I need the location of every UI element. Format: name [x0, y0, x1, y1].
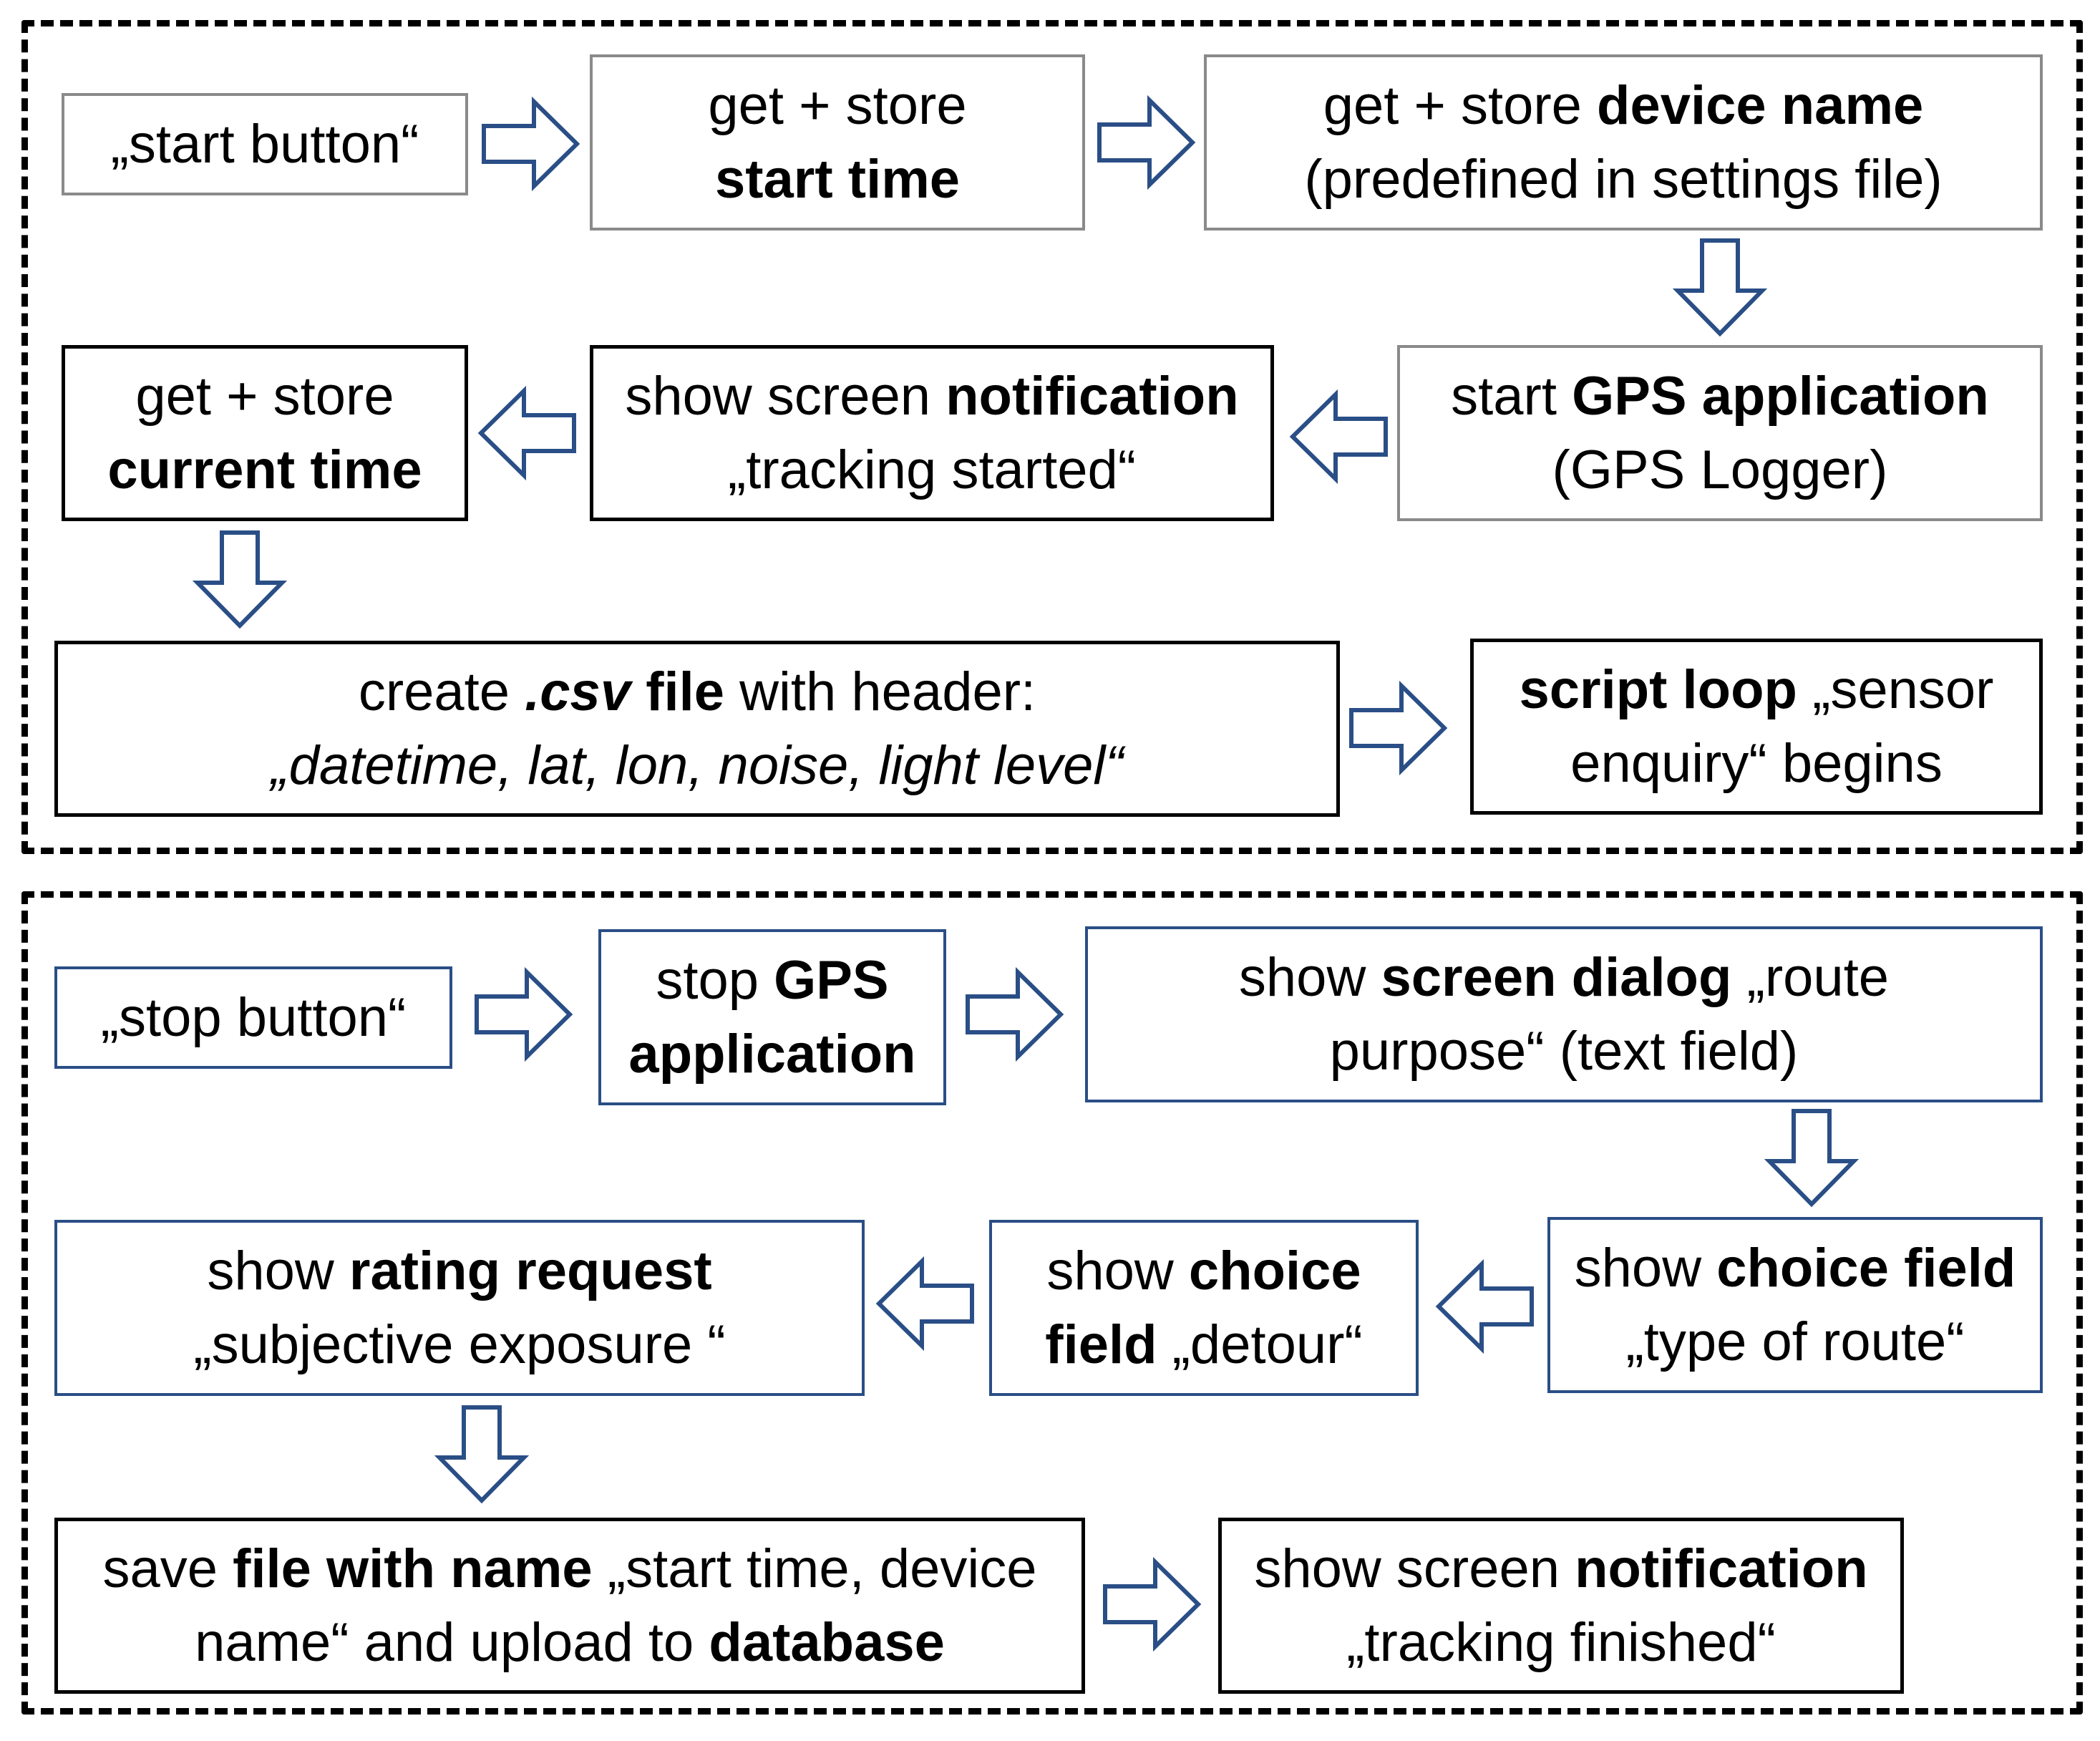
script-loop-line2: enquiry“ begins	[1570, 733, 1943, 794]
type-of-route-line1-pre: show	[1574, 1237, 1717, 1299]
rating-line1-pre: show	[207, 1240, 349, 1301]
save-file-line1-bold: file with name	[233, 1538, 593, 1599]
gps-start-line1-bold: GPS application	[1572, 365, 1989, 427]
gps-start-line1-pre: start	[1451, 365, 1572, 427]
start-tracking-section	[21, 20, 2083, 854]
type-of-route-node: show choice field „type of route“	[1547, 1217, 2043, 1393]
arrow-left-icon	[477, 385, 576, 481]
arrow-right-icon	[966, 966, 1064, 1062]
route-purpose-line1-post: „route	[1731, 946, 1890, 1008]
stop-gps-line1-bold: GPS	[774, 949, 889, 1011]
stop-button-node: „stop button“	[54, 966, 452, 1069]
route-purpose-line2: purpose“ (text field)	[1329, 1021, 1799, 1082]
arrow-right-icon	[482, 96, 580, 192]
route-purpose-line1-bold: screen dialog	[1381, 946, 1732, 1008]
device-name-line1-bold: device name	[1597, 74, 1924, 136]
route-purpose-line1-pre: show	[1238, 946, 1381, 1008]
arrow-down-icon	[192, 530, 288, 629]
stop-gps-line1-pre: stop	[656, 949, 774, 1011]
current-time-line2: current time	[107, 440, 422, 500]
create-csv-node: create .csv file with header: „datetime,…	[54, 641, 1340, 817]
store-start-time-node: get + store start time	[590, 54, 1085, 231]
csv-line1-post: with header:	[724, 661, 1036, 722]
store-start-time-line2: start time	[714, 149, 961, 210]
rating-line1-bold: rating request	[349, 1240, 712, 1301]
arrow-right-icon	[1097, 94, 1196, 190]
arrow-left-icon	[875, 1256, 974, 1352]
save-file-line1-pre: save	[102, 1538, 233, 1599]
save-file-line1-post: „start time, device	[592, 1538, 1037, 1599]
store-start-time-line1: get + store	[708, 74, 967, 136]
start-button-node: „start button“	[62, 93, 468, 195]
notification-started-node: show screen notification „tracking start…	[590, 345, 1274, 521]
start-gps-node: start GPS application (GPS Logger)	[1397, 345, 2043, 521]
rating-request-node: show rating request „subjective exposure…	[54, 1220, 865, 1396]
stop-gps-node: stop GPS application	[598, 929, 946, 1105]
csv-header-fields: „datetime, lat, lon, noise, light level“	[271, 735, 1124, 796]
current-time-line1: get + store	[135, 365, 394, 427]
detour-line1-pre: show	[1046, 1240, 1189, 1301]
arrow-down-icon	[1764, 1109, 1860, 1208]
arrow-right-icon	[475, 966, 573, 1062]
csv-line1-file: file	[631, 661, 725, 722]
save-file-line2-pre: name“ and upload to	[195, 1612, 709, 1673]
csv-line1-pre: create	[358, 661, 525, 722]
notification-finished-node: show screen notification „tracking finis…	[1218, 1518, 1904, 1694]
type-of-route-line1-bold: choice field	[1716, 1237, 2016, 1299]
save-file-node: save file with name „start time, device …	[54, 1518, 1085, 1694]
stop-button-label: „stop button“	[100, 986, 407, 1048]
script-loop-line1-post: „sensor	[1797, 659, 1994, 720]
csv-line1-extension: .csv	[525, 661, 631, 722]
notify-started-line2: „tracking started“	[727, 440, 1137, 500]
route-purpose-dialog-node: show screen dialog „route purpose“ (text…	[1085, 926, 2043, 1102]
notify-started-line1-pre: show screen	[625, 365, 946, 427]
notify-finished-line1-pre: show screen	[1254, 1538, 1575, 1599]
store-current-time-node: get + store current time	[62, 345, 468, 521]
arrow-down-icon	[1672, 238, 1768, 337]
script-loop-line1-bold: script loop	[1519, 659, 1797, 720]
detour-line2-post: „detour“	[1157, 1314, 1363, 1375]
rating-line2: „subjective exposure “	[193, 1314, 726, 1375]
type-of-route-line2: „type of route“	[1625, 1311, 1965, 1372]
arrow-left-icon	[1435, 1259, 1534, 1354]
arrow-right-icon	[1103, 1556, 1202, 1652]
arrow-right-icon	[1349, 680, 1448, 776]
notify-finished-line2: „tracking finished“	[1346, 1612, 1776, 1673]
stop-gps-line2: application	[628, 1024, 916, 1085]
arrow-down-icon	[434, 1405, 530, 1504]
notify-finished-line1-bold: notification	[1575, 1538, 1868, 1599]
device-name-line2: (predefined in settings file)	[1304, 149, 1943, 210]
notify-started-line1-bold: notification	[946, 365, 1239, 427]
stop-tracking-section	[21, 891, 2083, 1715]
device-name-line1-pre: get + store	[1323, 74, 1598, 136]
gps-start-line2: (GPS Logger)	[1552, 440, 1888, 500]
detour-line2-bold: field	[1045, 1314, 1157, 1375]
store-device-name-node: get + store device name (predefined in s…	[1204, 54, 2043, 231]
start-button-label: „start button“	[110, 113, 419, 175]
save-file-line2-bold: database	[709, 1612, 945, 1673]
script-loop-node: script loop „sensor enquiry“ begins	[1470, 639, 2043, 815]
detour-line1-bold: choice	[1188, 1240, 1361, 1301]
arrow-left-icon	[1289, 389, 1388, 485]
detour-choice-node: show choice field „detour“	[989, 1220, 1419, 1396]
